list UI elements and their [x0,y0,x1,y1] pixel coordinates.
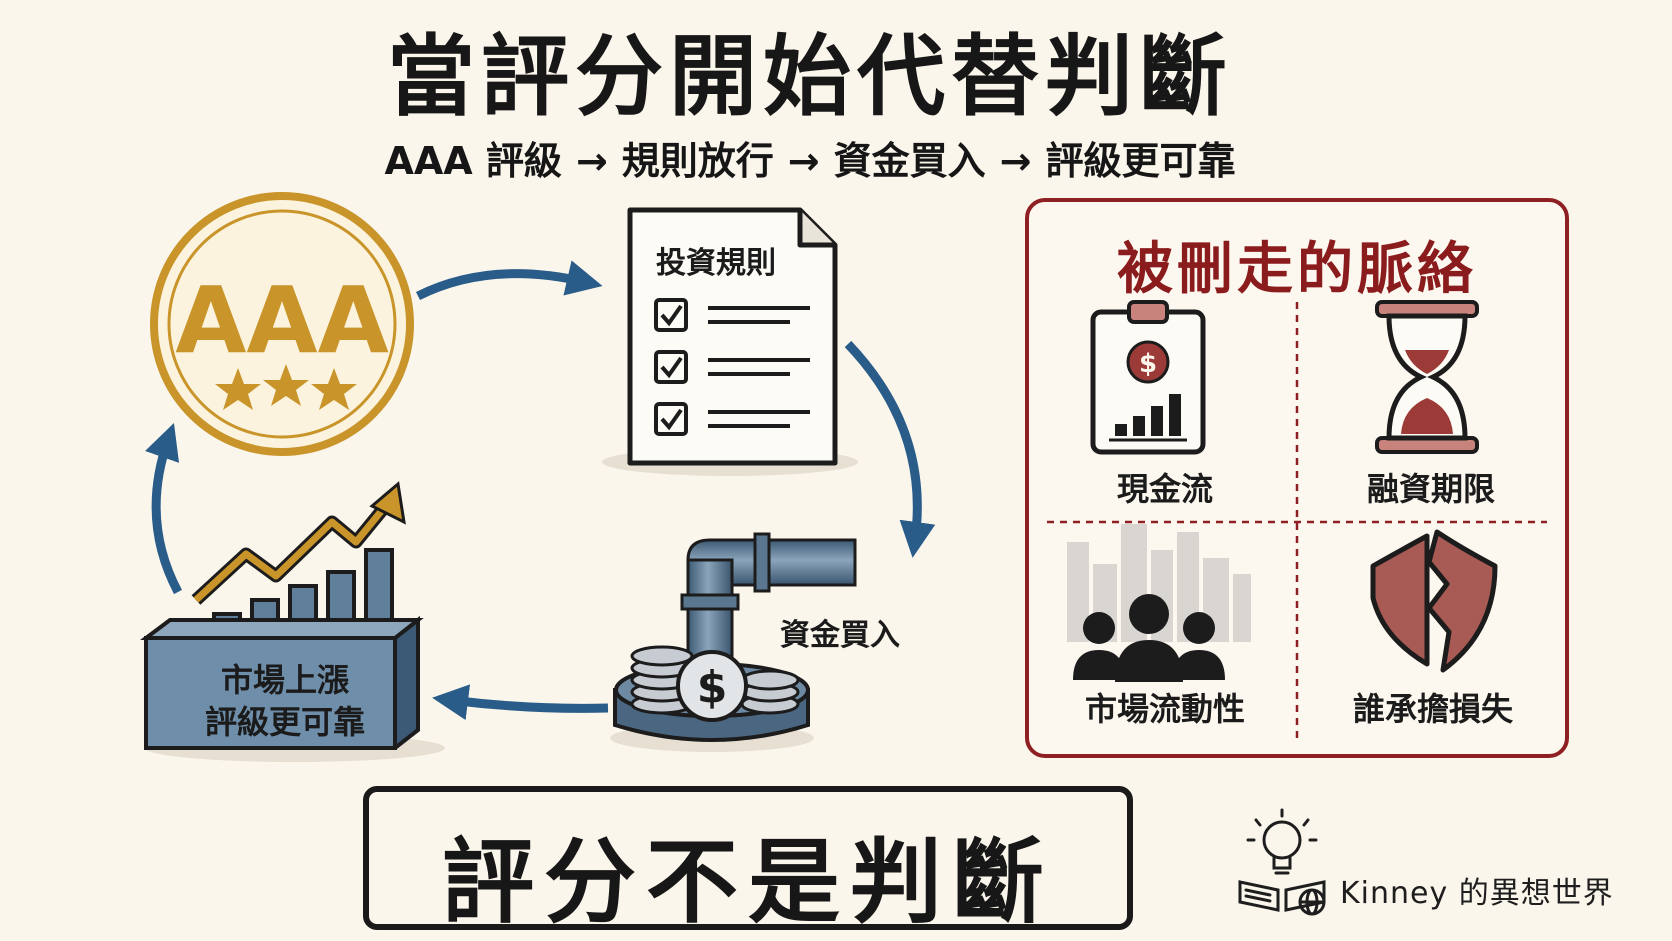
cycle-diagram: AAA [140,192,936,762]
lightbulb-book-logo-icon [1238,808,1326,916]
arrow-funds-to-market [432,684,609,721]
funds-buy-label: 資金買入 [780,618,900,653]
page-title: 當評分開始代替判斷 [386,25,1233,128]
panel-grid-lines: $ [1047,300,1547,742]
flow-arrow: → [787,139,820,183]
panel-label-cash-flow: 現金流 [1116,470,1213,508]
rising-market-factory-icon [140,481,445,762]
aaa-rating-badge-icon: AAA [150,192,414,456]
flow-step-rating: AAA 評級 [384,139,562,183]
panel-label-who-bears-loss: 誰承擔損失 [1352,690,1513,728]
broken-shield-icon [1370,529,1498,673]
arrow-rules-to-funds [844,340,936,558]
removed-context-panel: 被刪走的脈絡 $ [1025,198,1569,758]
market-reliable-label: 評級更可靠 [204,703,365,741]
aaa-badge-text: AAA [175,267,389,374]
flow-arrow: → [999,139,1032,183]
cash-flow-clipboard-icon: $ [1090,300,1206,455]
svg-text:$: $ [1139,349,1157,379]
hourglass-icon [1375,300,1479,454]
conclusion-banner: 評分不是判斷 [363,786,1133,936]
conclusion-text: 評分不是判斷 [441,829,1054,936]
flow-step-reliable: 評級更可靠 [1045,139,1236,183]
arrow-rating-to-rules [415,260,603,301]
brand-name: Kinney 的異想世界 [1340,876,1614,911]
panel-label-financing-term: 融資期限 [1366,470,1495,508]
flow-step-rules: 規則放行 [621,139,774,183]
rules-document-title: 投資規則 [656,246,776,281]
panel-label-market-liquidity: 市場流動性 [1084,690,1245,728]
arrow-market-to-rating [145,423,182,595]
flow-step-funds: 資金買入 [833,139,986,183]
market-rise-label: 市場上漲 [220,661,349,699]
rules-document-icon [602,207,858,476]
svg-text:$: $ [697,662,728,713]
panel-title: 被刪走的脈絡 [1117,237,1477,302]
pipe-coins-icon: $ [610,532,857,752]
crowd-city-icon [1067,524,1251,682]
flow-arrow: → [575,139,608,183]
subtitle-flow: AAA 評級 → 規則放行 → 資金買入 → 評級更可靠 [0,130,1646,185]
